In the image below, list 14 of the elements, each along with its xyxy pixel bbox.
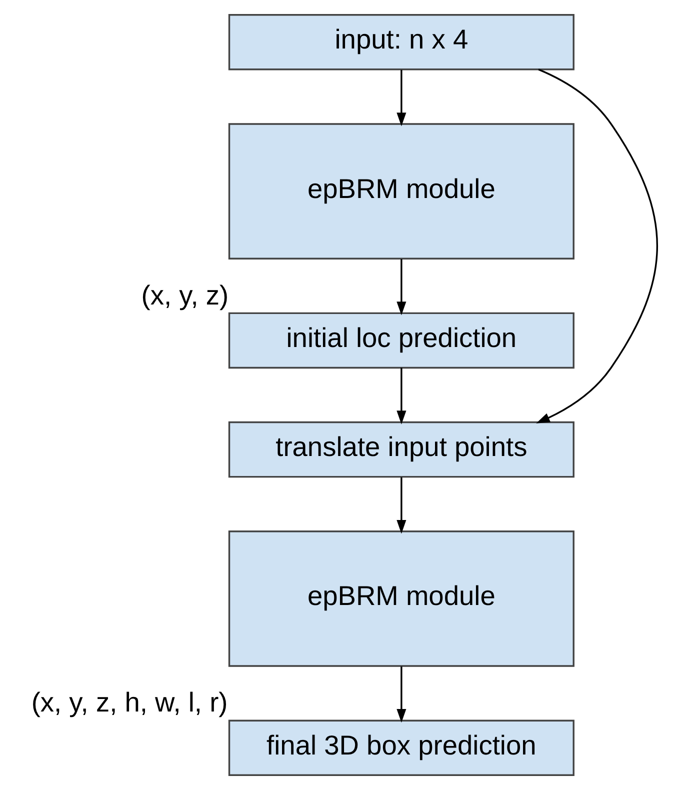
node-box: input: n x 4 bbox=[228, 14, 574, 70]
node-box: final 3D box prediction bbox=[228, 720, 574, 776]
arrow bbox=[396, 70, 406, 126]
node-box: epBRM module bbox=[228, 530, 574, 667]
arrow bbox=[396, 666, 406, 723]
arrow bbox=[396, 477, 406, 534]
arrow bbox=[396, 368, 406, 424]
node-box: epBRM module bbox=[228, 123, 574, 260]
arrow bbox=[396, 259, 406, 316]
node-label: (x, y, z, h, w, l, r) bbox=[30, 686, 228, 718]
arrow bbox=[536, 68, 658, 424]
node-label: (x, y, z) bbox=[140, 279, 228, 310]
node-box: translate input points bbox=[228, 421, 574, 478]
node-box: initial loc prediction bbox=[228, 312, 574, 369]
